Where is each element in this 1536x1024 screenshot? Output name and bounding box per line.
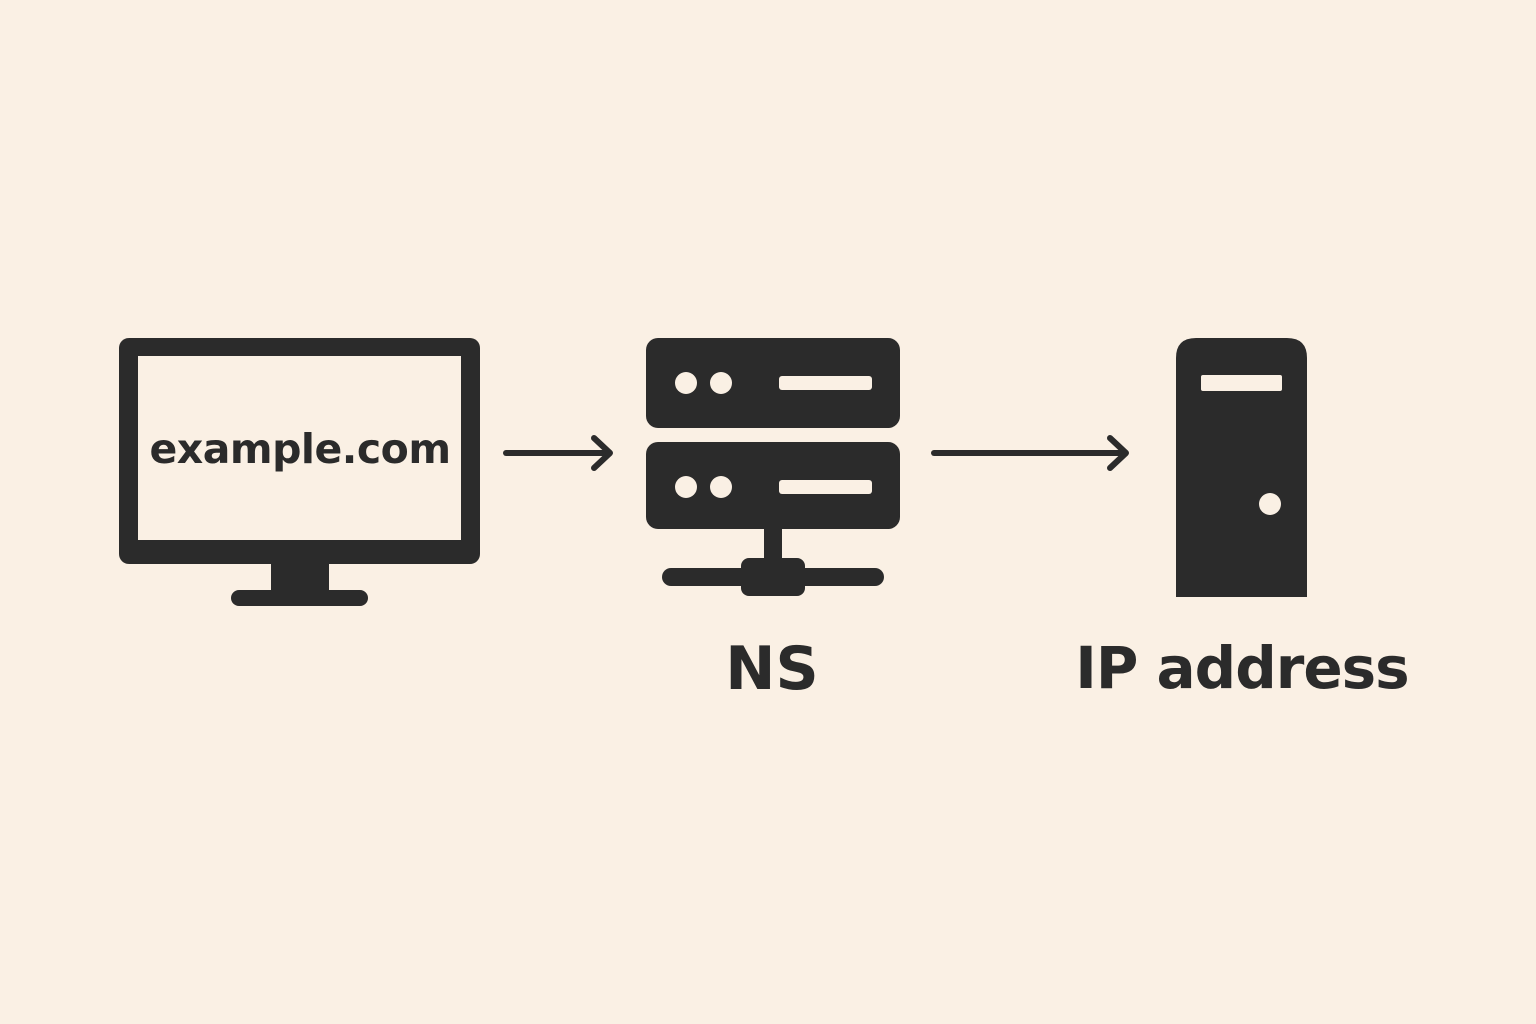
ns-label: NS (725, 634, 819, 704)
arrow-right-icon (931, 435, 1129, 471)
ip-address-label: IP address (1075, 634, 1409, 702)
server-rack-icon (646, 338, 900, 596)
tower-server-icon (1176, 338, 1307, 597)
arrow-right-icon (503, 435, 613, 471)
monitor-icon (119, 338, 480, 606)
monitor-screen-text: example.com (149, 425, 451, 473)
